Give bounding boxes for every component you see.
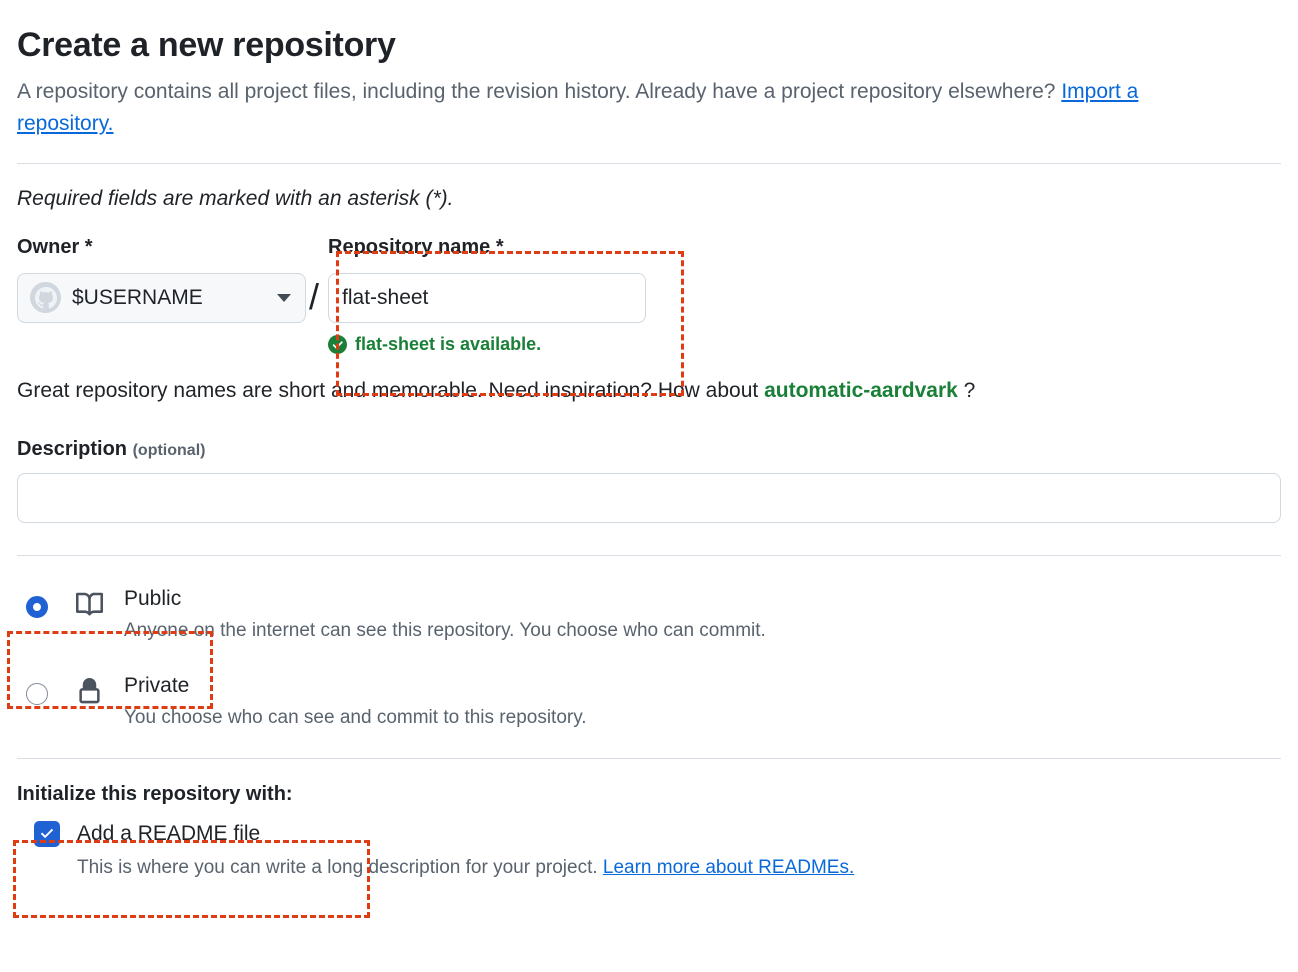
required-fields-note: Required fields are marked with an aster…	[17, 186, 454, 210]
description-label: Description (optional)	[17, 438, 1281, 461]
lock-icon	[76, 677, 107, 710]
page-title: Create a new repository	[17, 26, 396, 64]
suggested-repository-name[interactable]: automatic-aardvark	[764, 378, 958, 402]
check-circle-fill-icon	[328, 334, 348, 354]
visibility-option-public[interactable]: Public Anyone on the internet can see th…	[17, 576, 1281, 644]
visibility-private-text: Private You choose who can see and commi…	[124, 663, 587, 731]
description-optional-tag: (optional)	[132, 441, 206, 459]
availability-message: flat-sheet is available.	[328, 334, 676, 355]
divider-top	[17, 162, 1281, 164]
visibility-options: Public Anyone on the internet can see th…	[17, 576, 1281, 731]
owner-field: Owner * $USERNAME	[17, 235, 307, 323]
inspiration-text: Great repository names are short and mem…	[17, 379, 1281, 403]
owner-value: $USERNAME	[72, 285, 203, 309]
add-readme-help-text: This is where you can write a long descr…	[77, 856, 603, 878]
radio-private[interactable]	[26, 682, 48, 705]
checkbox-add-readme[interactable]	[34, 820, 60, 847]
add-readme-help: This is where you can write a long descr…	[77, 857, 1281, 879]
check-icon	[40, 828, 54, 838]
owner-label: Owner *	[17, 235, 93, 258]
learn-more-readmes-link[interactable]: Learn more about READMEs.	[602, 856, 855, 878]
visibility-public-description: Anyone on the internet can see this repo…	[124, 619, 766, 641]
repository-name-field: Repository name * flat-sheet is availabl…	[328, 235, 676, 355]
owner-and-name-row: Owner * $USERNAME / Repository name *	[17, 235, 1281, 355]
chevron-down-icon	[277, 293, 291, 302]
add-readme-label: Add a README file	[77, 821, 261, 845]
visibility-public-title: Public	[124, 586, 182, 610]
visibility-private-title: Private	[124, 673, 190, 697]
divider-visibility	[17, 554, 1281, 556]
import-repository-link[interactable]: Import a repository.	[17, 79, 1139, 135]
visibility-public-text: Public Anyone on the internet can see th…	[124, 576, 766, 644]
visibility-private-description: You choose who can see and commit to thi…	[124, 706, 587, 728]
initialize-label: Initialize this repository with:	[17, 782, 293, 805]
radio-public[interactable]	[26, 595, 48, 618]
repository-name-label: Repository name *	[328, 235, 504, 258]
add-readme-row[interactable]: Add a README file	[17, 820, 1281, 847]
availability-text: flat-sheet is available.	[355, 333, 542, 354]
annotation-box-initialize	[13, 840, 370, 918]
inspiration-prefix: Great repository names are short and mem…	[17, 378, 765, 402]
inspiration-suffix: ?	[957, 378, 976, 402]
visibility-option-private[interactable]: Private You choose who can see and commi…	[17, 663, 1281, 731]
description-input[interactable]	[17, 472, 1281, 523]
github-octocat-icon	[30, 282, 61, 314]
repo-book-icon	[76, 591, 107, 623]
description-label-text: Description	[17, 437, 128, 460]
divider-initialize	[17, 757, 1281, 759]
page-description-text: A repository contains all project files,…	[17, 79, 1062, 103]
repository-name-input[interactable]	[328, 272, 647, 323]
page-description: A repository contains all project files,…	[17, 76, 1197, 140]
owner-name-separator: /	[309, 275, 320, 317]
owner-select[interactable]: $USERNAME	[17, 272, 306, 323]
